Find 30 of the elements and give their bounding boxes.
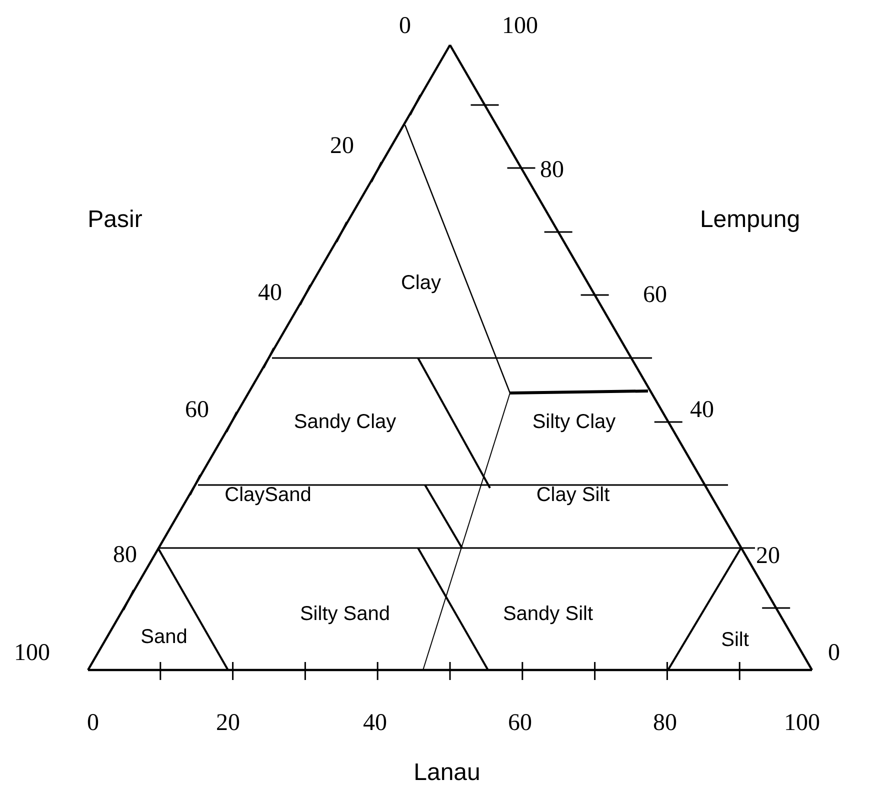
axis-title: Lanau xyxy=(414,761,480,785)
tick-label: 100 xyxy=(14,641,50,665)
axis-title: Lempung xyxy=(700,208,800,232)
region-label: ClaySand xyxy=(224,485,312,505)
tick-label: 60 xyxy=(643,283,667,307)
tick-label: 40 xyxy=(690,398,714,422)
tick-label: 80 xyxy=(653,711,677,735)
tick-label: 80 xyxy=(113,543,137,567)
region-label: Sandy Silt xyxy=(502,604,594,624)
tick-label: 0 xyxy=(828,641,840,665)
tick-label: 40 xyxy=(258,281,282,305)
tick-label: 60 xyxy=(508,711,532,735)
region-label: Silty Clay xyxy=(532,412,616,432)
region-label: Clay xyxy=(401,273,441,293)
tick-label: 80 xyxy=(540,158,564,182)
region-label: Sand xyxy=(140,627,188,647)
region-label: Clay Silt xyxy=(536,485,610,505)
tick-label: 60 xyxy=(185,398,209,422)
tick-label: 100 xyxy=(502,14,538,38)
region-label: Sandy Clay xyxy=(294,412,396,432)
tick-label: 20 xyxy=(216,711,240,735)
region-label: Silt xyxy=(721,630,749,650)
tick-label: 100 xyxy=(784,711,820,735)
tick-label: 20 xyxy=(330,134,354,158)
axis-title: Pasir xyxy=(88,208,142,232)
tick-label: 20 xyxy=(756,544,780,568)
region-label: Silty Sand xyxy=(300,604,390,624)
tick-label: 40 xyxy=(363,711,387,735)
tick-label: 0 xyxy=(399,14,411,38)
tick-label: 0 xyxy=(87,711,99,735)
